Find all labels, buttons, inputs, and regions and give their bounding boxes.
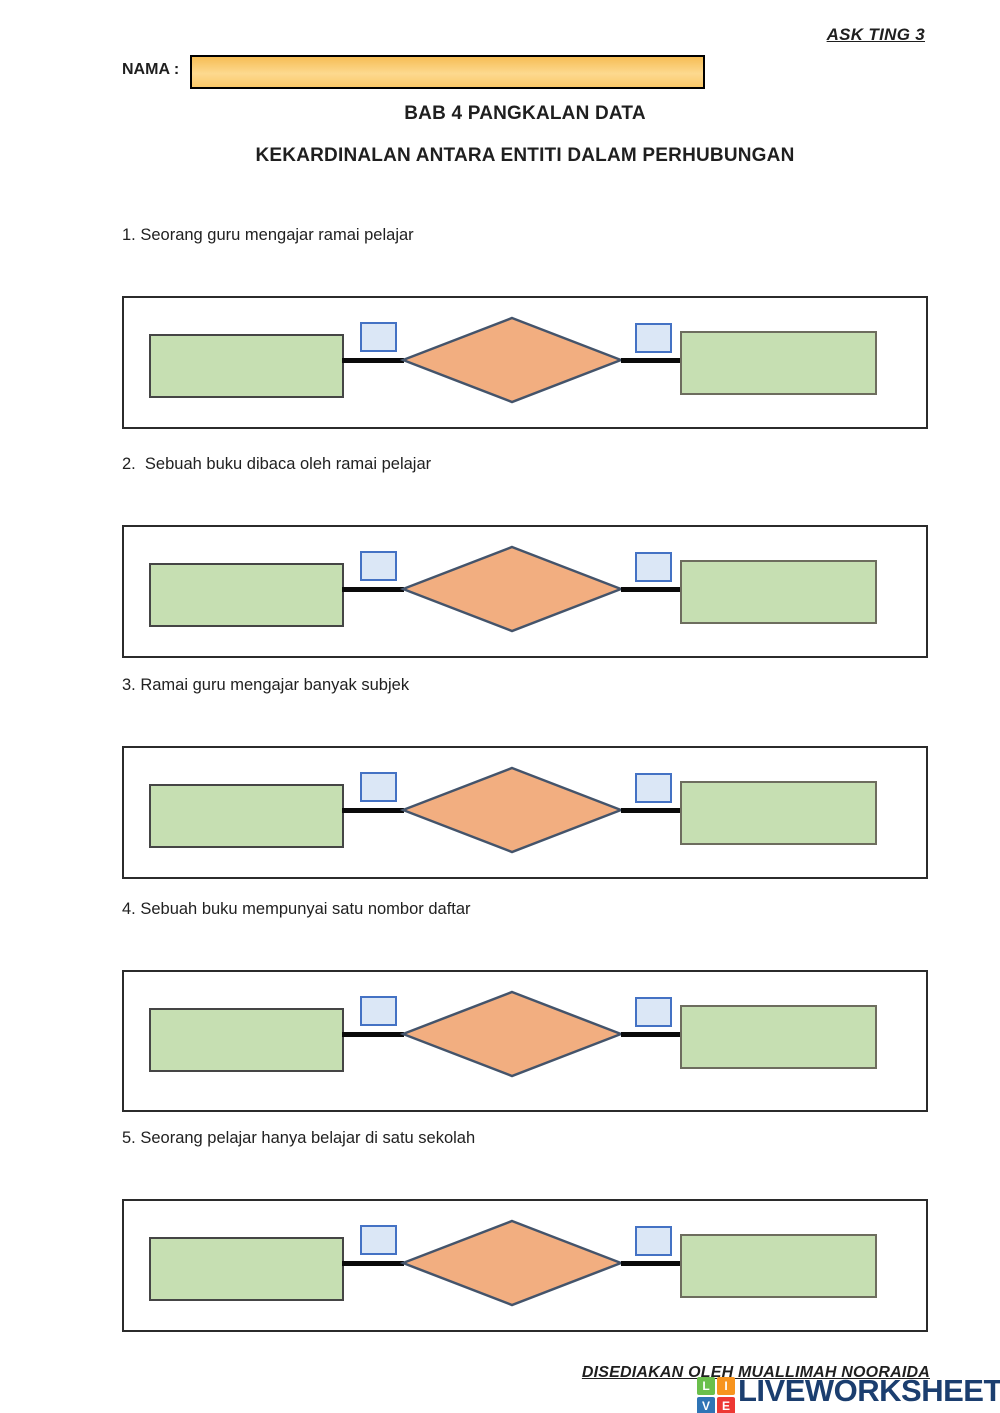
section-4: 4. Sebuah buku mempunyai satu nombor daf… (122, 900, 928, 1112)
cardinality-left-box[interactable] (360, 322, 397, 352)
cardinality-right-box[interactable] (635, 552, 672, 582)
entity-left-box[interactable] (149, 334, 344, 398)
corner-tag: ASK TING 3 (826, 25, 925, 44)
connector-line-left (342, 358, 404, 363)
relationship-diamond[interactable] (400, 545, 624, 633)
question-label: 3. Ramai guru mengajar banyak subjek (122, 676, 410, 694)
entity-left-box[interactable] (149, 563, 344, 627)
entity-right-box[interactable] (680, 1005, 877, 1069)
er-diagram (122, 525, 928, 658)
entity-left-box[interactable] (149, 1008, 344, 1072)
liveworksheets-grid-icon: L I V E (697, 1377, 735, 1413)
relationship-diamond[interactable] (400, 990, 624, 1078)
name-input[interactable] (190, 55, 705, 89)
logo-square-e: E (717, 1397, 735, 1413)
section-3: 3. Ramai guru mengajar banyak subjek (122, 676, 928, 879)
section-1: 1. Seorang guru mengajar ramai pelajar (122, 226, 928, 429)
connector-line-right (621, 808, 682, 813)
relationship-diamond[interactable] (400, 766, 624, 854)
relationship-diamond[interactable] (400, 316, 624, 404)
connector-line-right (621, 1261, 682, 1266)
entity-right-box[interactable] (680, 781, 877, 845)
page-title: BAB 4 PANGKALAN DATA (404, 103, 646, 124)
credit-text: DISEDIAKAN OLEH MUALLIMAH NOORAIDA (581, 1364, 930, 1381)
cardinality-right-box[interactable] (635, 1226, 672, 1256)
entity-right-box[interactable] (680, 331, 877, 395)
cardinality-left-box[interactable] (360, 772, 397, 802)
cardinality-right-box[interactable] (635, 773, 672, 803)
entity-right-box[interactable] (680, 1234, 877, 1298)
connector-line-left (342, 1261, 404, 1266)
question-label: 5. Seorang pelajar hanya belajar di satu… (122, 1129, 476, 1147)
cardinality-right-box[interactable] (635, 997, 672, 1027)
er-diagram (122, 296, 928, 429)
liveworksheets-wordmark: LIVEWORKSHEETS (738, 1373, 1000, 1408)
question-label: 2. Sebuah buku dibaca oleh ramai pelajar (122, 455, 432, 473)
entity-left-box[interactable] (149, 784, 344, 848)
logo-square-i: I (717, 1377, 735, 1395)
entity-left-box[interactable] (149, 1237, 344, 1301)
connector-line-right (621, 358, 682, 363)
section-5: 5. Seorang pelajar hanya belajar di satu… (122, 1129, 928, 1332)
er-diagram (122, 1199, 928, 1332)
er-diagram (122, 970, 928, 1112)
cardinality-left-box[interactable] (360, 1225, 397, 1255)
connector-line-right (621, 1032, 682, 1037)
liveworksheets-logo[interactable]: L I V E LIVEWORKSHEETS (697, 1373, 1000, 1413)
relationship-diamond[interactable] (400, 1219, 624, 1307)
connector-line-left (342, 1032, 404, 1037)
er-diagram (122, 746, 928, 879)
name-label: NAMA : (122, 61, 180, 78)
connector-line-right (621, 587, 682, 592)
logo-square-l: L (697, 1377, 715, 1395)
connector-line-left (342, 587, 404, 592)
connector-line-left (342, 808, 404, 813)
cardinality-left-box[interactable] (360, 551, 397, 581)
question-label: 1. Seorang guru mengajar ramai pelajar (122, 226, 414, 244)
cardinality-left-box[interactable] (360, 996, 397, 1026)
page-subtitle: KEKARDINALAN ANTARA ENTITI DALAM PERHUBU… (255, 145, 795, 166)
cardinality-right-box[interactable] (635, 323, 672, 353)
entity-right-box[interactable] (680, 560, 877, 624)
logo-square-v: V (697, 1397, 715, 1413)
question-label: 4. Sebuah buku mempunyai satu nombor daf… (122, 900, 471, 918)
section-2: 2. Sebuah buku dibaca oleh ramai pelajar (122, 455, 928, 658)
